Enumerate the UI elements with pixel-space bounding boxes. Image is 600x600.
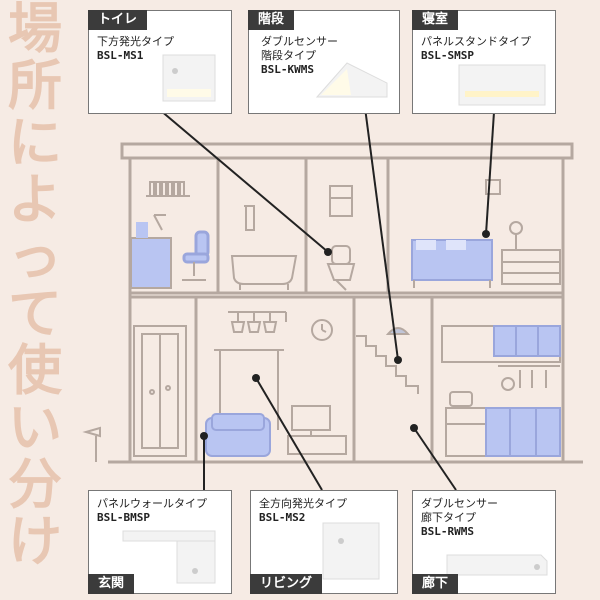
vertical-title: 場 所 に よ っ て 使 い 分 け (4, 0, 66, 600)
product-model: BSL-MS1 (97, 49, 144, 62)
card-stairs: 階段 ダブルセンサー 階段タイプ BSL-KWMS (248, 10, 400, 114)
location-tag-stairs: 階段 (248, 10, 295, 30)
title-char: っ (8, 225, 62, 288)
card-living: 全方向発光タイプ BSL-MS2 リビング (250, 490, 398, 594)
title-char: 所 (8, 54, 62, 117)
product-image-ms1 (162, 54, 216, 102)
product-name: 下方発光タイプ (97, 35, 174, 48)
title-char: て (8, 282, 62, 345)
product-image-rwms (446, 554, 548, 576)
product-model: BSL-RWMS (421, 525, 474, 538)
location-tag-living: リビング (250, 574, 323, 594)
title-char: 場 (8, 0, 62, 60)
product-image-bmsp (122, 530, 216, 584)
product-model: BSL-MS2 (259, 511, 306, 524)
title-char: け (8, 510, 62, 573)
product-model: BSL-KWMS (261, 63, 314, 76)
location-tag-bedroom: 寝室 (412, 10, 459, 30)
product-name: 全方向発光タイプ (259, 497, 347, 510)
product-model: BSL-BMSP (97, 511, 150, 524)
product-image-smsp (458, 64, 546, 106)
product-image-ms2 (322, 522, 380, 580)
product-name-line2: 廊下タイプ (421, 511, 476, 524)
title-char: 分 (8, 453, 62, 516)
product-model: BSL-SMSP (421, 49, 474, 62)
card-bedroom: 寝室 パネルスタンドタイプ BSL-SMSP (412, 10, 556, 114)
card-hallway: ダブルセンサー 廊下タイプ BSL-RWMS 廊下 (412, 490, 556, 594)
product-name: パネルウォールタイプ (97, 497, 207, 510)
title-char: に (8, 111, 62, 174)
title-char: よ (8, 168, 62, 231)
location-tag-toilet: トイレ (88, 10, 148, 30)
product-name: パネルスタンドタイプ (421, 35, 531, 48)
product-image-kwms (315, 62, 388, 98)
card-toilet: トイレ 下方発光タイプ BSL-MS1 (88, 10, 232, 114)
product-name-line1: ダブルセンサー (421, 497, 498, 510)
title-char: い (8, 396, 62, 459)
card-entrance: パネルウォールタイプ BSL-BMSP 玄関 (88, 490, 232, 594)
location-tag-entrance: 玄関 (88, 574, 135, 594)
product-name-line2: 階段タイプ (261, 49, 316, 62)
title-char: 使 (8, 339, 62, 402)
product-name-line1: ダブルセンサー (261, 35, 338, 48)
location-tag-hallway: 廊下 (412, 574, 459, 594)
